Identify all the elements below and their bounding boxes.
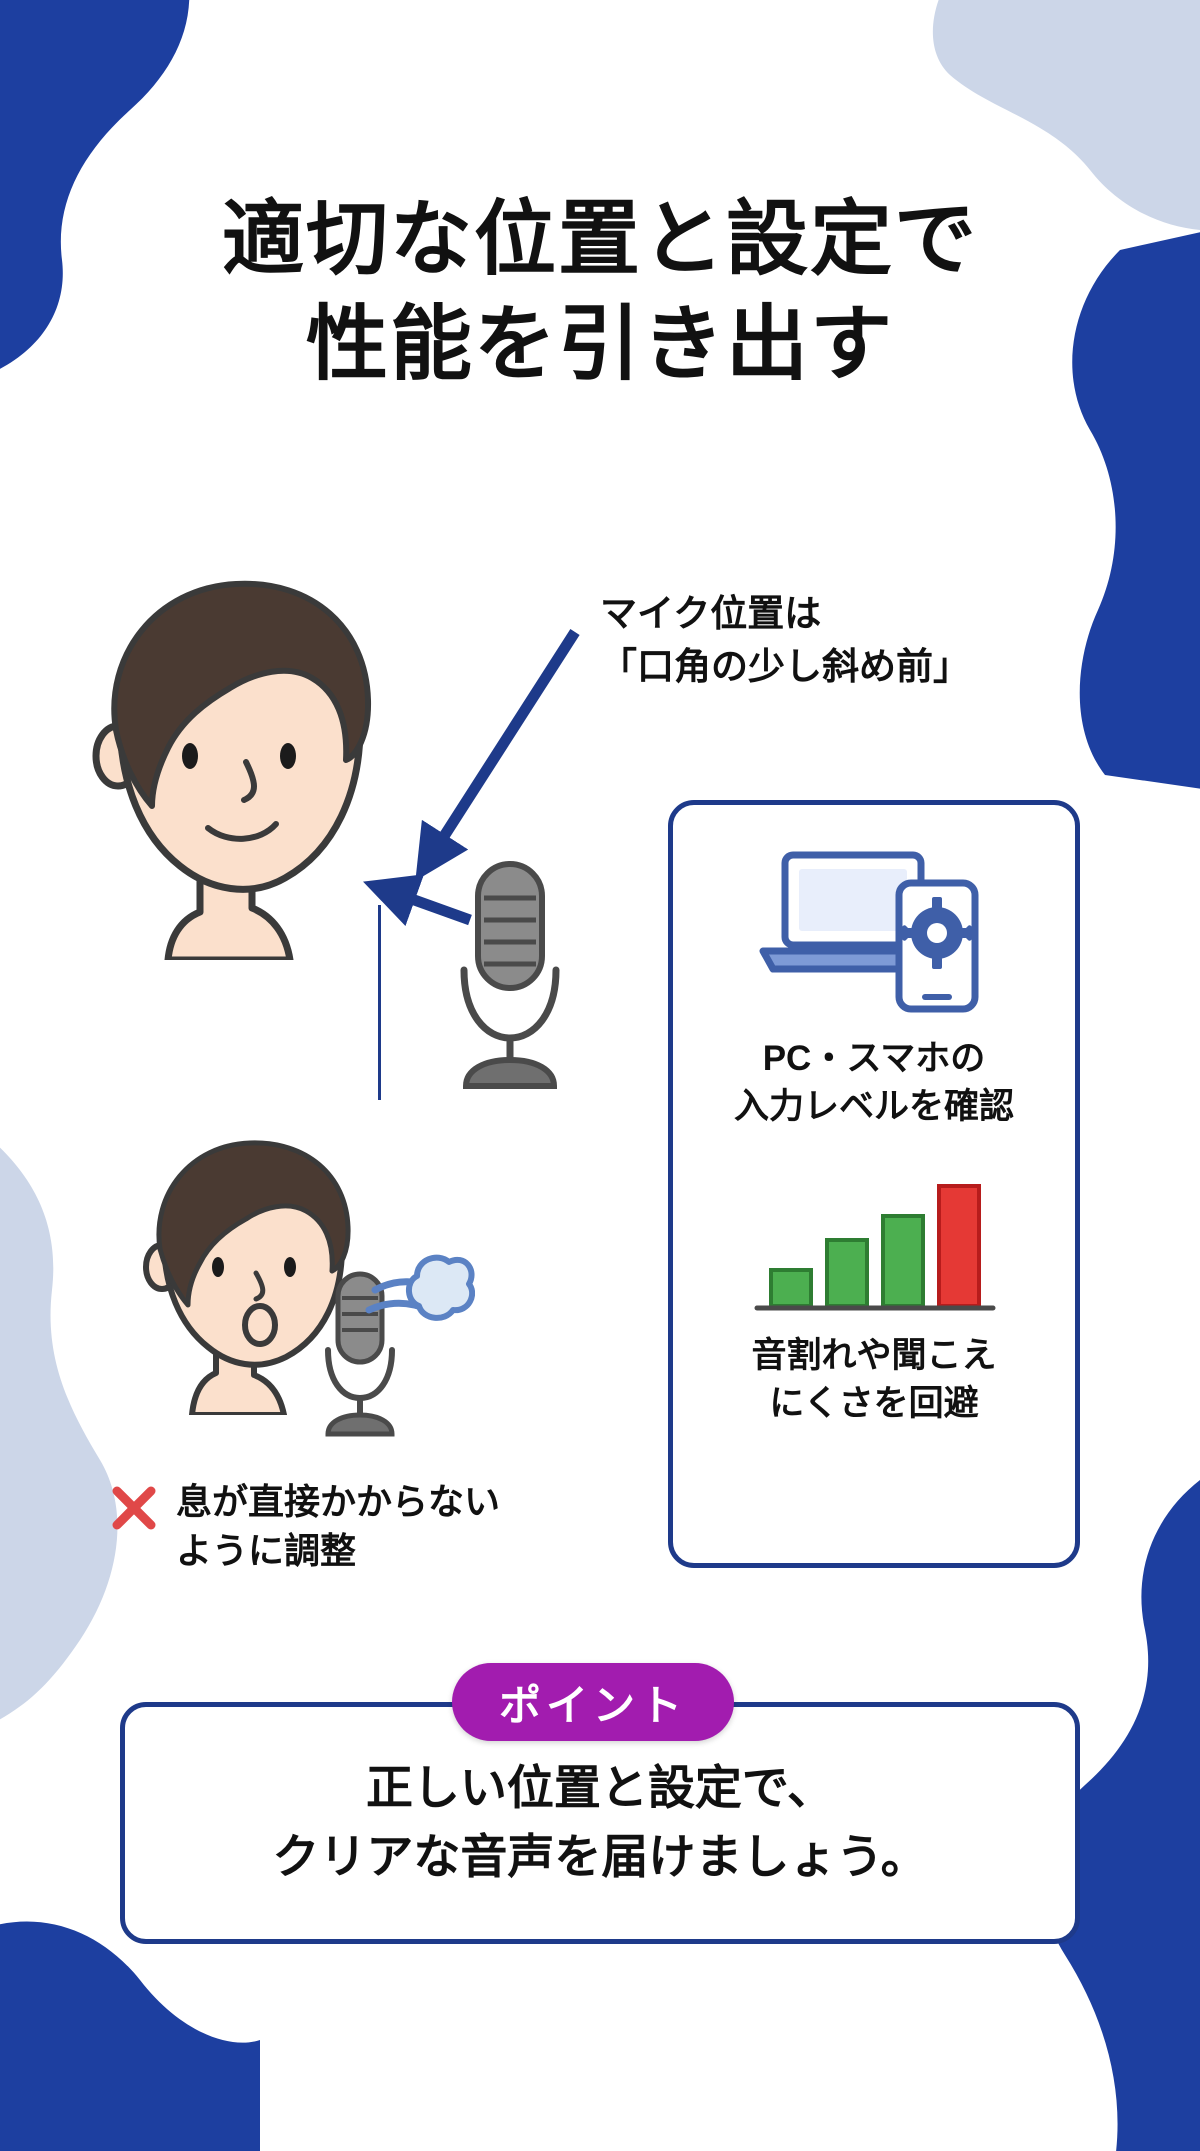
blob-left-mid [0, 1130, 130, 1730]
person-head-breath-illustration [120, 1125, 370, 1418]
bar-2 [825, 1237, 869, 1308]
point-badge: ポイント [452, 1663, 734, 1741]
card-caption-avoid-clipping: 音割れや聞こえ にくさを回避 [751, 1332, 996, 1429]
point-badge-label: ポイント [498, 1681, 687, 1729]
bar-4 [937, 1183, 981, 1308]
avoid-breath-line-2: ように調整 [176, 1529, 357, 1571]
cross-mark-icon [112, 1486, 156, 1530]
point-line-1: 正しい位置と設定で、 [365, 1761, 835, 1815]
point-card: 正しい位置と設定で、 クリアな音声を届けましょう。 [120, 1702, 1080, 1944]
card-caption1-line2: 入力レベルを確認 [733, 1087, 1014, 1127]
mic-position-note: マイク位置は 「口角の少し斜め前」 [600, 588, 1080, 693]
card-caption-input-level: PC・スマホの 入力レベルを確認 [734, 1035, 1014, 1132]
input-level-card: PC・スマホの 入力レベルを確認 音割れや聞こえ にくさを [668, 800, 1080, 1568]
card-caption1-line1: PC・スマホの [762, 1039, 986, 1078]
title-line-1: 適切な位置と設定で [221, 194, 978, 285]
mic-note-line-1: マイク位置は [600, 593, 822, 634]
bar-1 [769, 1267, 813, 1308]
microphone-illustration-top [440, 860, 580, 1095]
alignment-divider [378, 905, 381, 1100]
page-title: 適切な位置と設定で 性能を引き出す [0, 188, 1200, 398]
bar-3 [881, 1213, 925, 1308]
devices-illustration [749, 839, 999, 1019]
mic-note-line-2: 「口角の少し斜め前」 [600, 645, 970, 687]
person-head-illustration [60, 560, 430, 964]
point-line-2: クリアな音声を届けましょう。 [272, 1830, 928, 1883]
avoid-breath-note: 息が直接かからない ように調整 [110, 1478, 500, 1576]
card-caption2-line1: 音割れや聞こえ [751, 1335, 997, 1375]
avoid-breath-line-1: 息が直接かからない [176, 1481, 501, 1522]
card-caption2-line2: にくさを回避 [769, 1383, 979, 1423]
level-meter-bar-chart [749, 1158, 999, 1318]
title-line-2: 性能を引き出す [305, 298, 894, 390]
microphone-illustration-bottom [310, 1270, 410, 1440]
breath-cloud-icon [345, 1250, 476, 1350]
